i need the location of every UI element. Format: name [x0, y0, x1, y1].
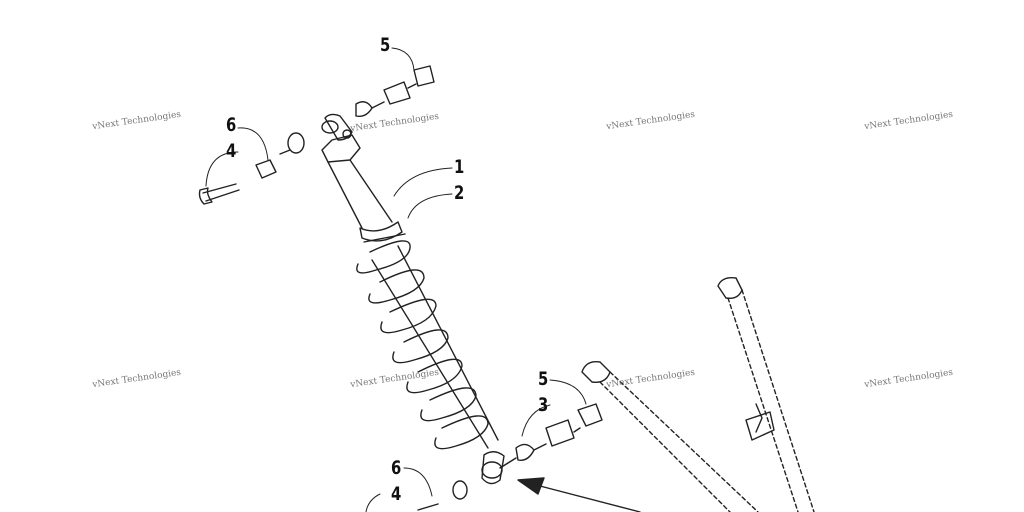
bottom-hardware — [417, 403, 603, 511]
callout-top-4: 4 — [226, 140, 237, 162]
callout-bottom-4: 4 — [391, 483, 402, 505]
direction-arrow — [517, 477, 641, 512]
callout-spring-2: 2 — [454, 182, 465, 204]
callout-bottom-5: 5 — [538, 368, 549, 390]
callout-bottom-3: 3 — [538, 394, 549, 416]
callout-top-5: 5 — [380, 34, 391, 56]
coil-spring — [356, 240, 489, 450]
a-arm-frame — [581, 276, 815, 512]
callout-bottom-6: 6 — [391, 457, 402, 479]
top-hardware — [198, 65, 435, 205]
callout-shock-1: 1 — [454, 156, 465, 178]
shock-absorber-body — [321, 113, 505, 485]
leader-lines — [205, 47, 587, 512]
callout-top-6: 6 — [226, 114, 237, 136]
